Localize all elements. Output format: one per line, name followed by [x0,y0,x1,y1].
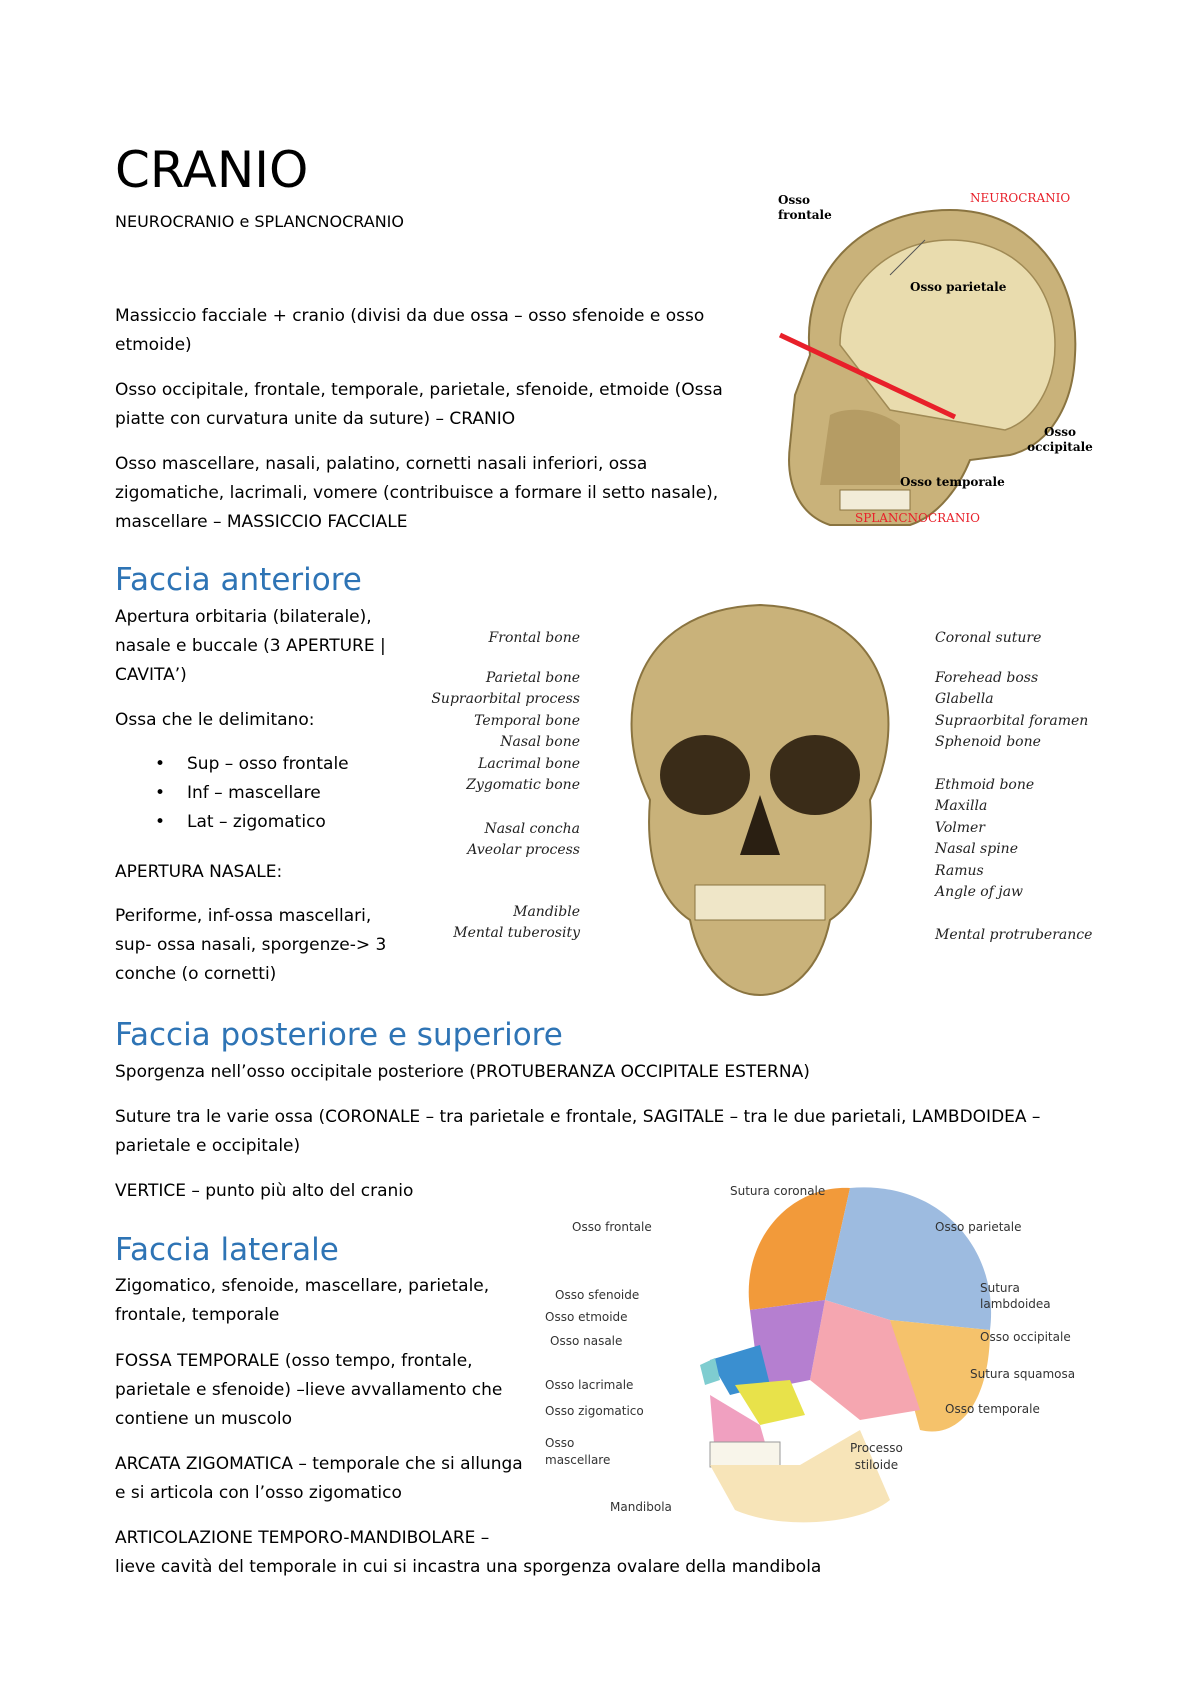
fig3-label-etmoide: Osso etmoide [545,1310,628,1324]
fig3-label-occipitale: Osso occipitale [980,1330,1071,1344]
fig3-label-nasale: Osso nasale [550,1334,623,1348]
fig2-label: Supraorbital process [431,691,580,707]
fig3-label-mandibola: Mandibola [610,1500,672,1514]
fig2-label: Glabella [935,691,994,707]
page-title: CRANIO [115,141,309,199]
fig2-label: Supraorbital foramen [935,712,1089,729]
section-heading-laterale: Faccia laterale [115,1232,339,1268]
posteriore-paragraph-2: Suture tra le varie ossa (CORONALE – tra… [115,1107,1041,1156]
fig3-label-lambdoidea-line1: Sutura [980,1281,1020,1295]
fig3-label-stiloide: Processo stiloide [850,1440,903,1474]
fig2-label: Mental tuberosity [453,925,580,941]
intro-paragraph-3: Osso mascellare, nasali, palatino, corne… [115,454,719,532]
laterale-paragraph-4a: ARTICOLAZIONE TEMPORO-MANDIBOLARE – [115,1528,490,1548]
intro-paragraph-1: Massiccio facciale + cranio (divisi da d… [115,306,705,355]
fig2-label: Aveolar process [467,842,580,858]
fig1-label-splancnocranio: SPLANCNOCRANIO [855,511,980,525]
fig2-label: Nasal spine [935,841,1018,857]
fig2-label: Sphenoid bone [935,734,1041,750]
skull-lateral-illustration [700,1187,992,1523]
fig3-label-sfenoide: Osso sfenoide [555,1288,640,1302]
fig2-label: Angle of jaw [935,884,1024,900]
intro-paragraph-2: Osso occipitale, frontale, temporale, pa… [115,380,723,429]
skull-lateral-figure: Sutura coronale Osso frontale Osso parie… [545,1180,1100,1550]
fig3-label-mascellare: Osso mascellare [545,1435,610,1469]
skull-anterior-figure: Frontal bone Parietal bone Supraorbital … [430,600,1100,1000]
fig1-label-frontale: Osso frontale [778,193,832,222]
fig2-label: Nasal bone [500,734,580,750]
fig2-label: Parietal bone [485,669,580,686]
fig2-label: Lacrimal bone [478,755,580,772]
fig2-label: Frontal bone [488,630,580,646]
anteriore-bullet-list: Sup – osso frontale Inf – mascellare Lat… [115,750,435,837]
anteriore-paragraph-1: Apertura orbitaria (bilaterale), nasale … [115,607,386,685]
fig2-label: Mental protruberance [935,926,1093,943]
fig2-label: Maxilla [935,798,988,814]
posteriore-paragraph-3: VERTICE – punto più alto del cranio [115,1181,414,1201]
anteriore-paragraph-2: Ossa che le delimitano: [115,710,315,730]
section-heading-posteriore: Faccia posteriore e superiore [115,1017,563,1053]
skull-sagittal-illustration [778,208,1077,526]
page-subtitle: NEUROCRANIO e SPLANCNOCRANIO [115,212,404,231]
laterale-paragraph-3: ARCATA ZIGOMATICA – temporale che si all… [115,1454,523,1503]
fig3-label-lambdoidea-line2: lambdoidea [980,1297,1051,1311]
fig1-label-occipitale: Osso occipitale [1027,425,1093,454]
fig3-label-stiloide-line1: Processo [850,1441,903,1455]
fig2-label: Ethmoid bone [935,776,1035,793]
fig2-label: Ramus [935,862,984,879]
fig3-label-lacrimale: Osso lacrimale [545,1378,634,1392]
fig3-label-temporale: Osso temporale [945,1402,1040,1416]
fig3-label-zigomatico: Osso zigomatico [545,1404,644,1418]
fig3-label-lambdoidea: Sutura lambdoidea [980,1280,1051,1312]
fig2-label: Mandible [513,903,580,920]
fig2-label: Zygomatic bone [466,777,580,793]
fig3-label-mascellare-line2: mascellare [545,1453,611,1467]
skull-anterior-illustration [630,603,890,997]
anteriore-paragraph-3: APERTURA NASALE: [115,862,283,882]
fig2-label: Volmer [935,819,985,836]
fig3-label-stiloide-line2: stiloide [854,1458,899,1472]
fig3-label-squamosa: Sutura squamosa [970,1367,1076,1381]
fig3-label-sutura-coronale: Sutura coronale [730,1184,826,1198]
skull-sagittal-figure: Osso frontale Osso parietale Osso occipi… [770,185,1100,535]
laterale-paragraph-4b: lieve cavità del temporale in cui si inc… [115,1557,822,1577]
fig2-label: Nasal concha [484,820,580,837]
fig2-label: Forehead boss [935,669,1039,686]
list-item: Sup – osso frontale [115,750,435,779]
laterale-paragraph-2: FOSSA TEMPORALE (osso tempo, frontale, p… [115,1351,503,1429]
fig1-label-neurocranio: NEUROCRANIO [970,191,1071,205]
fig2-label: Coronal suture [935,630,1042,646]
fig3-label-parietale: Osso parietale [935,1220,1022,1234]
laterale-paragraph-1: Zigomatico, sfenoide, mascellare, pariet… [115,1276,490,1325]
list-item: Lat – zigomatico [115,808,435,837]
fig3-label-frontale: Osso frontale [572,1220,652,1234]
fig1-label-temporale: Osso temporale [900,475,1005,489]
fig2-left-labels: Frontal bone Parietal bone Supraorbital … [430,600,580,945]
list-item: Inf – mascellare [115,779,435,808]
fig1-label-parietale: Osso parietale [910,280,1007,294]
section-heading-anteriore: Faccia anteriore [115,562,362,598]
fig2-label: Temporal bone [474,712,580,729]
anteriore-paragraph-4: Periforme, inf-ossa mascellari, sup- oss… [115,906,387,984]
posteriore-paragraph-1: Sporgenza nell’osso occipitale posterior… [115,1062,810,1082]
fig2-right-labels: Coronal suture Forehead boss Glabella Su… [935,600,1100,946]
fig3-label-mascellare-line1: Osso [545,1436,575,1450]
